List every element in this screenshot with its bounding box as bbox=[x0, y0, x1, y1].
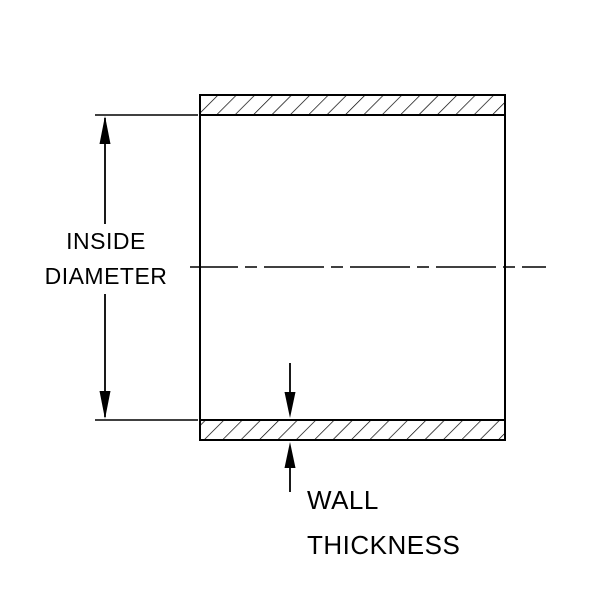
inside-diameter-label-line1: INSIDE bbox=[66, 228, 146, 254]
top-wall-hatch bbox=[199, 94, 506, 116]
arrowhead-down-icon bbox=[99, 391, 111, 419]
wall-thickness-label: WALL THICKNESS bbox=[307, 478, 461, 568]
bottom-wall-hatch bbox=[199, 419, 506, 441]
wall-thickness-label-line2: THICKNESS bbox=[307, 530, 461, 560]
inside-diameter-label: INSIDE DIAMETER bbox=[22, 224, 190, 294]
wall-arrowhead-down-icon bbox=[284, 392, 296, 418]
wall-thickness-label-line1: WALL bbox=[307, 485, 379, 515]
arrowhead-up-icon bbox=[99, 116, 111, 144]
inside-diameter-label-line2: DIAMETER bbox=[44, 263, 168, 289]
wall-arrowhead-up-icon bbox=[284, 442, 296, 468]
wall-thickness-arrows bbox=[284, 363, 296, 492]
